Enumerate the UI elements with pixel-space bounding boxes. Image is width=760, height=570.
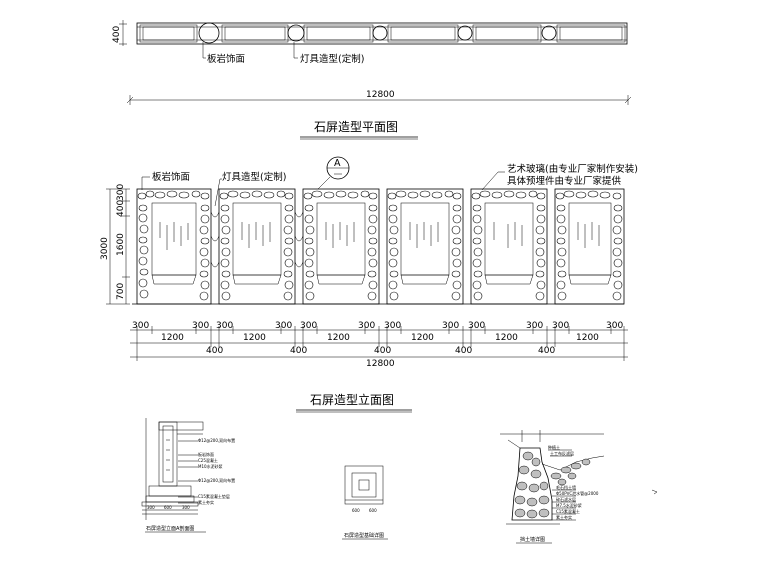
section-note-6: C15素混凝土垫层: [198, 493, 230, 499]
hdim-15: 300: [526, 321, 543, 331]
hdim-5: 1200: [243, 333, 266, 343]
elev-lamp-label: 灯具造型(定制): [222, 171, 286, 183]
vdim-total: 3000: [100, 237, 110, 260]
section-dim-3: 300: [182, 505, 190, 510]
detail-section-a: Φ12@200,双向布置 板岩饰面 C25混凝土 M10水泥砂浆 Φ12@200…: [141, 418, 235, 533]
hdim-mid-3: 400: [374, 346, 391, 356]
stone-frame-5: [470, 188, 548, 305]
section-note-3: C25混凝土: [198, 457, 218, 463]
detail-retaining-wall: 种植土 土工布反滤层 毛石挡土墙 Φ50PVC泄水管@2000 碎石滤水层 M7…: [500, 430, 605, 544]
elev-glass-label-1: 艺术玻璃(由专业厂家制作安装): [507, 163, 638, 175]
elevation-lamps: [210, 211, 304, 268]
section-note-5: Φ12@200,双向布置: [198, 477, 235, 483]
stone-frame-4: [386, 188, 464, 305]
hdim-mid-2: 400: [290, 346, 307, 356]
plan-title: 石屏造型平面图: [314, 120, 398, 134]
stray-mark: [651, 489, 658, 495]
stone-frame-2: [218, 188, 296, 305]
hdim-3: 300: [192, 321, 209, 331]
section-note-1: Φ12@200,双向布置: [198, 437, 235, 443]
detail-footing: 600 600 石屏造型基础详图: [342, 465, 388, 540]
hdim-18: 300: [606, 321, 623, 331]
wall-note-4: Φ50PVC泄水管@2000: [556, 490, 599, 496]
elevation-view: 板岩饰面 灯具造型(定制) A 艺术玻璃(由专业厂家制作安装) 具体预埋件由专业…: [100, 156, 638, 413]
plan-strip-outline: [136, 22, 628, 45]
vdim-400: 400: [116, 200, 126, 217]
hdim-14: 1200: [495, 333, 518, 343]
elevation-vertical-dims: 300 400 1600 700 3000: [100, 184, 130, 305]
vdim-700: 700: [116, 283, 126, 300]
footing-dim-2: 600: [369, 508, 377, 513]
hdim-6: 300: [275, 321, 292, 331]
hdim-9: 300: [358, 321, 375, 331]
wall-note-5: 碎石滤水层: [556, 496, 576, 502]
section-note-2: 板岩饰面: [198, 451, 214, 457]
hdim-13: 300: [468, 321, 485, 331]
hdim-11: 1200: [411, 333, 434, 343]
elev-total-dim: 12800: [366, 359, 395, 369]
wall-note-7: C15素混凝土: [556, 508, 580, 514]
vdim-1600: 1600: [116, 233, 126, 256]
plan-lamp-label: 灯具造型(定制): [300, 53, 364, 65]
section-dim-1: 300: [147, 505, 155, 510]
wall-caption: 挡土墙详图: [520, 536, 545, 543]
hdim-10: 300: [384, 321, 401, 331]
hdim-2: 1200: [161, 333, 184, 343]
elevation-horizontal-dims: 300 1200 300 300 1200 300 300 1200 300 3…: [130, 321, 628, 369]
wall-note-8: 素土夯实: [556, 514, 572, 520]
hdim-mid-4: 400: [455, 346, 472, 356]
plan-slate-panels: [139, 24, 626, 43]
elevation-title: 石屏造型立面图: [310, 392, 394, 407]
wall-note-3: 毛石挡土墙: [556, 484, 576, 490]
footing-caption: 石屏造型基础详图: [344, 532, 384, 539]
hdim-17: 1200: [576, 333, 599, 343]
hdim-8: 1200: [327, 333, 350, 343]
plan-height-dim: 400: [112, 26, 122, 43]
plan-view: 400 板岩饰面 灯具造型(定制) 12800 石屏造型平面图: [112, 20, 632, 140]
hdim-mid-5: 400: [538, 346, 555, 356]
elev-glass-label-2: 具体预埋件由专业厂家提供: [507, 175, 622, 187]
wall-note-1: 种植土: [548, 444, 560, 450]
callout-a-text: A: [334, 158, 341, 169]
section-dim-2: 600: [164, 505, 172, 510]
hdim-7: 300: [300, 321, 317, 331]
elev-slate-label: 板岩饰面: [152, 171, 190, 183]
section-caption: 石屏造型立面A剖面图: [146, 525, 194, 532]
vdim-300: 300: [116, 184, 126, 201]
plan-total-dim: 12800: [366, 90, 395, 100]
elevation-stone-frames: [136, 188, 625, 305]
plan-lamp-circles: [198, 22, 557, 44]
section-note-4: M10水泥砂浆: [198, 463, 223, 469]
section-note-7: 素土夯实: [198, 499, 214, 505]
hdim-1: 300: [132, 321, 149, 331]
hdim-16: 300: [552, 321, 569, 331]
wall-note-6: M7.5水泥砂浆: [556, 502, 582, 508]
stone-frame-6: [554, 188, 625, 305]
hdim-4: 300: [216, 321, 233, 331]
stone-frame-3: [302, 188, 380, 305]
stone-frame-1: [136, 188, 212, 305]
hdim-12: 300: [442, 321, 459, 331]
hdim-mid-1: 400: [206, 346, 223, 356]
wall-note-2: 土工布反滤层: [550, 450, 574, 456]
footing-dim-1: 600: [352, 508, 360, 513]
plan-slate-label: 板岩饰面: [207, 53, 245, 65]
